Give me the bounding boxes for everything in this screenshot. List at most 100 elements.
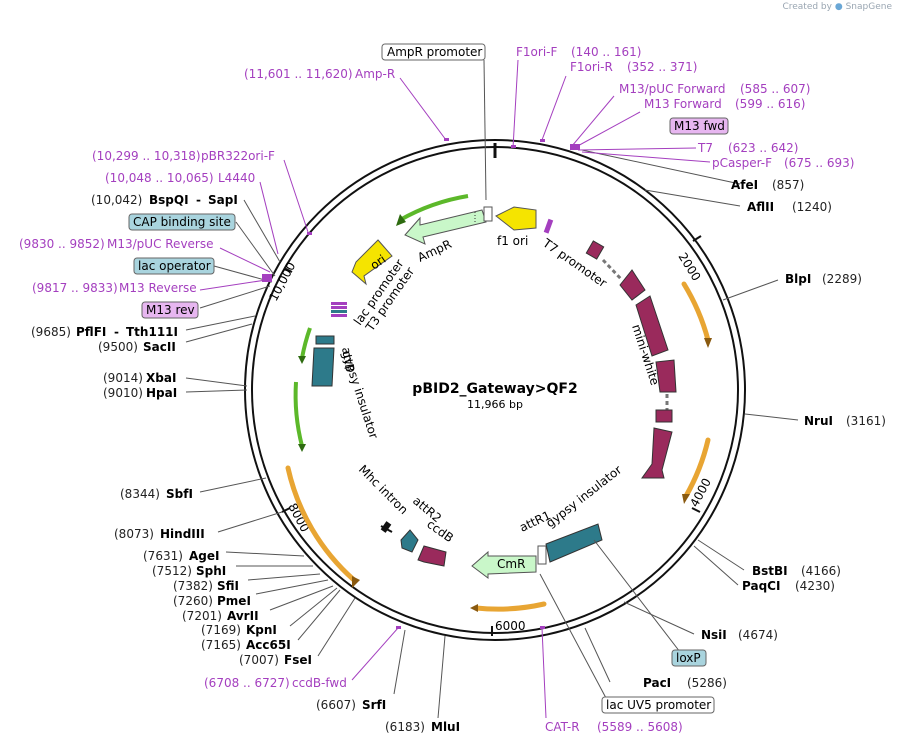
enzyme-aflii-pos: (1240) xyxy=(792,200,832,214)
leader-pflfi xyxy=(185,315,256,331)
enzyme-sbfi-name: SbfI xyxy=(166,487,193,501)
primer-labels: F1ori-F (140 .. 161) F1ori-R (352 .. 371… xyxy=(19,45,854,734)
primer-m13pucrev-range: (9830 .. 9852) xyxy=(19,237,105,251)
primer-leader-m13pucrev xyxy=(219,247,271,273)
ori-arrow xyxy=(351,239,393,286)
green-arrowhead-3 xyxy=(298,444,306,452)
mini-white-exon-1 xyxy=(585,240,605,260)
enzyme-pmei-pos: (7260) xyxy=(173,594,213,608)
m13-rev-box xyxy=(141,301,199,319)
orange-arrowhead-1 xyxy=(704,338,712,348)
primer-mark-catr xyxy=(540,626,545,629)
green-arrowhead-2 xyxy=(298,356,306,364)
mhc-mark-block xyxy=(380,521,392,533)
mhc-intron-mark xyxy=(380,521,393,533)
orange-arrowhead-4 xyxy=(352,576,360,588)
primer-m13fwd-name: M13 Forward xyxy=(644,97,722,111)
f1-ori-arrow xyxy=(495,206,537,231)
leader-srfi xyxy=(393,629,406,695)
primer-pbr322-name: pBR322ori-F xyxy=(201,149,275,163)
green-arrow-left-2 xyxy=(293,381,304,447)
primer-leader-m13fwd xyxy=(573,111,641,149)
ampr-promoter-block xyxy=(483,206,493,222)
primer-leader-pcasper xyxy=(581,151,711,163)
primer-site-mark-t7 xyxy=(543,218,554,234)
boxed-labels: AmpR promoter M13 fwd CAP binding site l… xyxy=(128,43,729,714)
enzyme-sapi-name: SapI xyxy=(208,193,238,207)
enzyme-paci-pos: (5286) xyxy=(687,676,727,690)
primer-m13rev-name: M13 Reverse xyxy=(119,281,197,295)
enzyme-afei-pos: (857) xyxy=(772,178,804,192)
leader-paqci xyxy=(693,545,739,586)
enzyme-blpi-name: BlpI xyxy=(785,272,811,286)
enzyme-pmei-name: PmeI xyxy=(217,594,251,608)
cmr-arrow xyxy=(471,550,537,579)
mini-white-exons xyxy=(585,240,677,479)
f1-ori-label: f1 ori xyxy=(497,234,528,248)
enzyme-sphi-name: SphI xyxy=(196,564,226,578)
enzyme-paqci-pos: (4230) xyxy=(795,579,835,593)
leader-hpai xyxy=(185,389,248,393)
lac-marker-3 xyxy=(331,310,347,313)
primer-f1ori-f-range: (140 .. 161) xyxy=(571,45,641,59)
enzyme-mlui-name: MluI xyxy=(431,720,460,734)
primer-m13puc-name: M13/pUC Forward xyxy=(619,82,726,96)
attr2-block xyxy=(400,529,419,553)
leader-lines xyxy=(185,59,799,719)
enzyme-sapi-sep: - xyxy=(196,193,201,207)
enzyme-aflii-name: AflII xyxy=(747,200,774,214)
primer-m13puc-range: (585 .. 607) xyxy=(740,82,810,96)
enzyme-mlui-pos: (6183) xyxy=(385,720,425,734)
primer-t7-range: (623 .. 642) xyxy=(728,141,798,155)
plasmid-name: pBID2_Gateway>QF2 xyxy=(412,381,577,397)
leader-sacii xyxy=(185,323,253,343)
primer-pcasper-range: (675 .. 693) xyxy=(784,156,854,170)
enzyme-avrii-name: AvrII xyxy=(227,609,259,623)
enzyme-afei-name: AfeI xyxy=(731,178,758,192)
primer-leader-m13puc xyxy=(571,95,615,147)
mini-white-dashes-1 xyxy=(601,258,624,282)
primer-leader-ampr xyxy=(399,77,447,141)
primer-f1ori-r-range: (352 .. 371) xyxy=(627,60,697,74)
enzyme-sacii-name: SacII xyxy=(143,340,176,354)
loxp-box-label: loxP xyxy=(676,651,701,665)
leader-nsii xyxy=(623,601,695,635)
gypsy-insulator-left-label: gypsy insulator xyxy=(339,349,381,441)
primer-mark-f1ori-f xyxy=(511,145,516,148)
primer-leader-m13rev xyxy=(199,279,267,291)
attr1-block xyxy=(537,545,547,565)
primer-mark-f1ori-r xyxy=(540,139,545,142)
enzyme-paci-name: PacI xyxy=(643,676,671,690)
gypsy-insulator-right-block xyxy=(545,523,603,563)
primer-leader-lines xyxy=(199,59,711,719)
leader-acc65i xyxy=(297,589,341,641)
primer-f1ori-f-name: F1ori-F xyxy=(516,45,557,59)
enzyme-pflfi-name: PflFI xyxy=(76,325,106,339)
primer-pcasper-name: pCasper-F xyxy=(712,156,772,170)
primer-ccdbfwd-name: ccdB-fwd xyxy=(292,676,347,690)
enzyme-srfi-pos: (6607) xyxy=(316,698,356,712)
gypsy-insulator-left-block xyxy=(311,347,335,387)
leader-lacuv5 xyxy=(539,573,607,699)
leader-nrui xyxy=(744,413,799,421)
leader-hindiii xyxy=(217,511,283,533)
enzyme-hpai-name: HpaI xyxy=(146,386,177,400)
enzyme-sphi-pos: (7512) xyxy=(152,564,192,578)
leader-agei xyxy=(225,551,305,557)
enzyme-pflfi-pos: (9685) xyxy=(31,325,71,339)
enzyme-fsei-pos: (7007) xyxy=(239,653,279,667)
enzyme-agei-pos: (7631) xyxy=(143,549,183,563)
m13-rev-box-label: M13 rev xyxy=(146,303,195,317)
leader-mlui xyxy=(437,635,446,719)
tick-2000-label: 2000 xyxy=(675,250,703,283)
enzyme-bspqi-name: BspQI xyxy=(149,193,189,207)
enzyme-srfi-name: SrfI xyxy=(362,698,386,712)
primer-ccdbfwd-range: (6708 .. 6727) xyxy=(204,676,290,690)
orange-arrowhead-2 xyxy=(682,494,690,504)
mhc-intron-label: Mhc intron xyxy=(356,462,411,517)
tick-6000-label: 6000 xyxy=(495,619,526,633)
green-arrows xyxy=(293,194,469,452)
primer-t7-name: T7 xyxy=(697,141,713,155)
primer-leader-t7 xyxy=(577,147,697,151)
primer-mark-m13rev-cluster xyxy=(262,274,272,282)
